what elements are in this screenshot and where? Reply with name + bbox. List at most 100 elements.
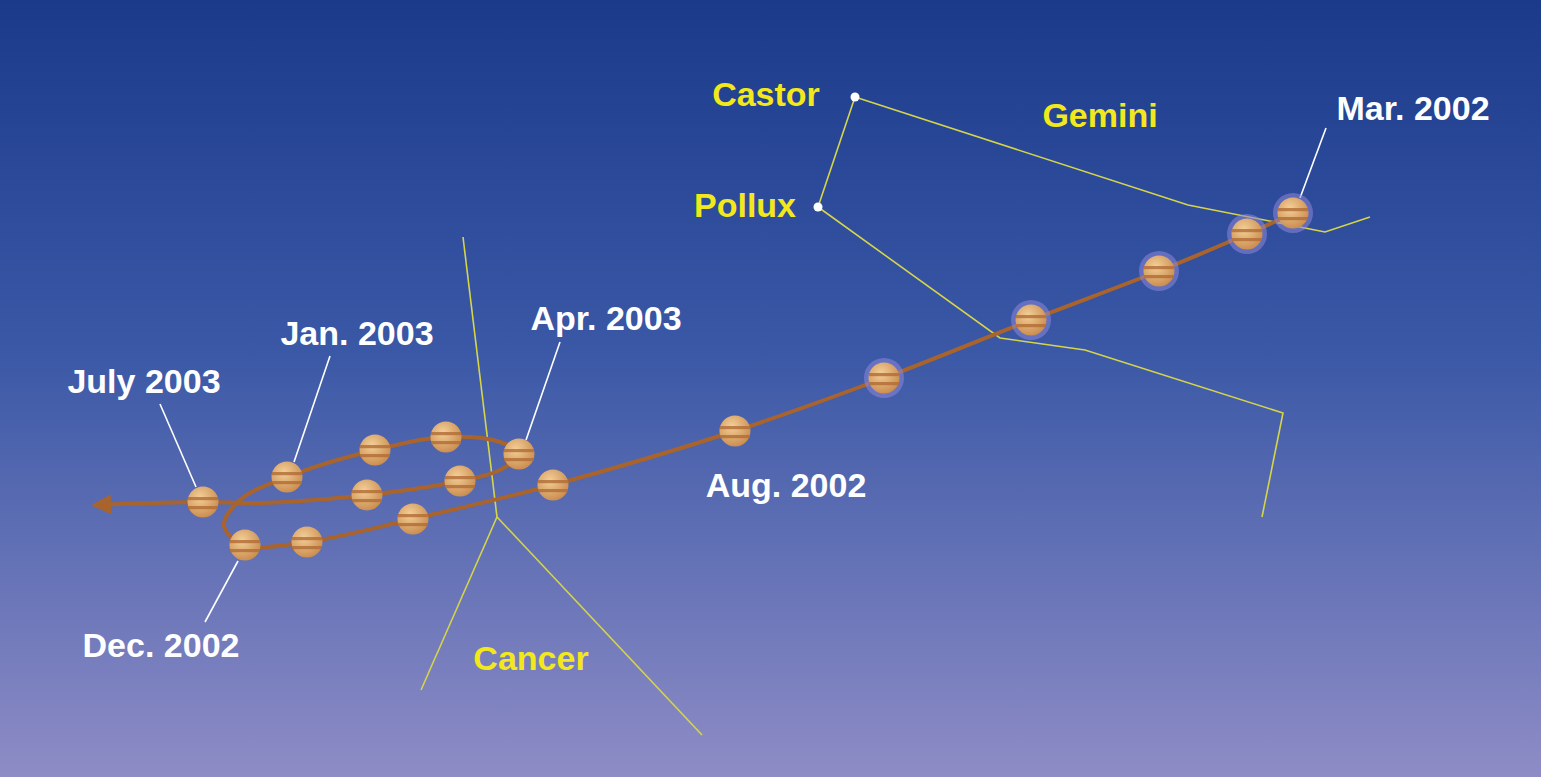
planet-band xyxy=(1016,324,1046,327)
planet-band xyxy=(1144,275,1174,278)
planet-glow xyxy=(1139,251,1179,291)
planet-band xyxy=(352,490,382,493)
planet-body xyxy=(360,435,391,466)
jupiter-disk xyxy=(720,416,751,447)
star-pollux xyxy=(814,203,823,212)
planet-band xyxy=(230,549,260,552)
date-label: Apr. 2003 xyxy=(530,301,681,335)
planet-band xyxy=(431,432,461,435)
jupiter-disk xyxy=(188,487,219,518)
jupiter-disk xyxy=(272,462,303,493)
planet-band xyxy=(360,445,390,448)
planet-body xyxy=(292,527,323,558)
planet-band xyxy=(504,449,534,452)
planet-body xyxy=(272,462,303,493)
star-label: Castor xyxy=(712,77,820,111)
planet-body xyxy=(431,422,462,453)
jupiter-disk xyxy=(1139,251,1179,291)
planet-body xyxy=(230,530,261,561)
constellation-label: Gemini xyxy=(1042,98,1157,132)
planet-body xyxy=(504,439,535,470)
planet-band xyxy=(1232,238,1262,241)
planet-band xyxy=(445,476,475,479)
planet-band xyxy=(720,426,750,429)
leader-line xyxy=(526,342,560,440)
planet-band xyxy=(869,382,899,385)
planet-band xyxy=(1278,217,1308,220)
planet-band xyxy=(292,537,322,540)
planet-band xyxy=(230,540,260,543)
planet-band xyxy=(538,480,568,483)
planet-glow xyxy=(1273,193,1313,233)
planet-band xyxy=(398,514,428,517)
planet-band xyxy=(1144,266,1174,269)
planet-band xyxy=(352,499,382,502)
planet-band xyxy=(538,489,568,492)
planet-body xyxy=(1232,219,1263,250)
planet-band xyxy=(292,546,322,549)
leader-lines xyxy=(160,128,1326,622)
star-castor xyxy=(851,93,860,102)
star-label: Pollux xyxy=(694,188,796,222)
jupiter-disk xyxy=(1011,300,1051,340)
gemini-line xyxy=(818,207,1283,517)
leader-line xyxy=(1300,128,1326,198)
gemini-line xyxy=(855,97,1370,232)
jupiter-disk xyxy=(1273,193,1313,233)
date-label: Dec. 2002 xyxy=(83,628,240,662)
planet-band xyxy=(398,523,428,526)
planet-body xyxy=(538,470,569,501)
leader-line xyxy=(294,356,330,462)
date-label: Mar. 2002 xyxy=(1336,91,1489,125)
planet-band xyxy=(431,441,461,444)
planet-body xyxy=(188,487,219,518)
planet-band xyxy=(188,506,218,509)
planet-band xyxy=(504,458,534,461)
jupiter-positions xyxy=(188,193,1314,561)
jupiter-disk xyxy=(292,527,323,558)
planet-glow xyxy=(1227,214,1267,254)
leader-line xyxy=(205,561,238,622)
jupiter-disk xyxy=(1227,214,1267,254)
date-label: Jan. 2003 xyxy=(280,316,433,350)
planet-band xyxy=(869,373,899,376)
jupiter-disk xyxy=(538,470,569,501)
date-label: July 2003 xyxy=(67,364,220,398)
jupiter-disk xyxy=(360,435,391,466)
constellation-label: Cancer xyxy=(473,641,588,675)
gemini-line xyxy=(818,97,855,207)
constellation-lines xyxy=(421,97,1370,735)
jupiter-disk xyxy=(352,480,383,511)
leader-line xyxy=(160,404,196,487)
jupiter-path xyxy=(95,208,1305,547)
planet-band xyxy=(360,454,390,457)
jupiter-disk xyxy=(864,358,904,398)
jupiter-disk xyxy=(230,530,261,561)
jupiter-disk xyxy=(398,504,429,535)
stars xyxy=(814,93,860,212)
planet-body xyxy=(1016,305,1047,336)
planet-body xyxy=(352,480,383,511)
planet-band xyxy=(445,485,475,488)
planet-body xyxy=(398,504,429,535)
planet-glow xyxy=(864,358,904,398)
planet-band xyxy=(1016,315,1046,318)
planet-band xyxy=(272,481,302,484)
planet-body xyxy=(720,416,751,447)
planet-body xyxy=(445,466,476,497)
planet-glow xyxy=(1011,300,1051,340)
jupiter-disk xyxy=(445,466,476,497)
cancer-line xyxy=(497,517,702,735)
jupiter-disk xyxy=(504,439,535,470)
planet-band xyxy=(1232,229,1262,232)
planet-band xyxy=(1278,208,1308,211)
planet-band xyxy=(272,472,302,475)
motion-track xyxy=(95,208,1305,547)
planet-body xyxy=(869,363,900,394)
jupiter-disk xyxy=(431,422,462,453)
planet-body xyxy=(1144,256,1175,287)
planet-band xyxy=(720,435,750,438)
planet-band xyxy=(188,497,218,500)
date-label: Aug. 2002 xyxy=(706,468,867,502)
